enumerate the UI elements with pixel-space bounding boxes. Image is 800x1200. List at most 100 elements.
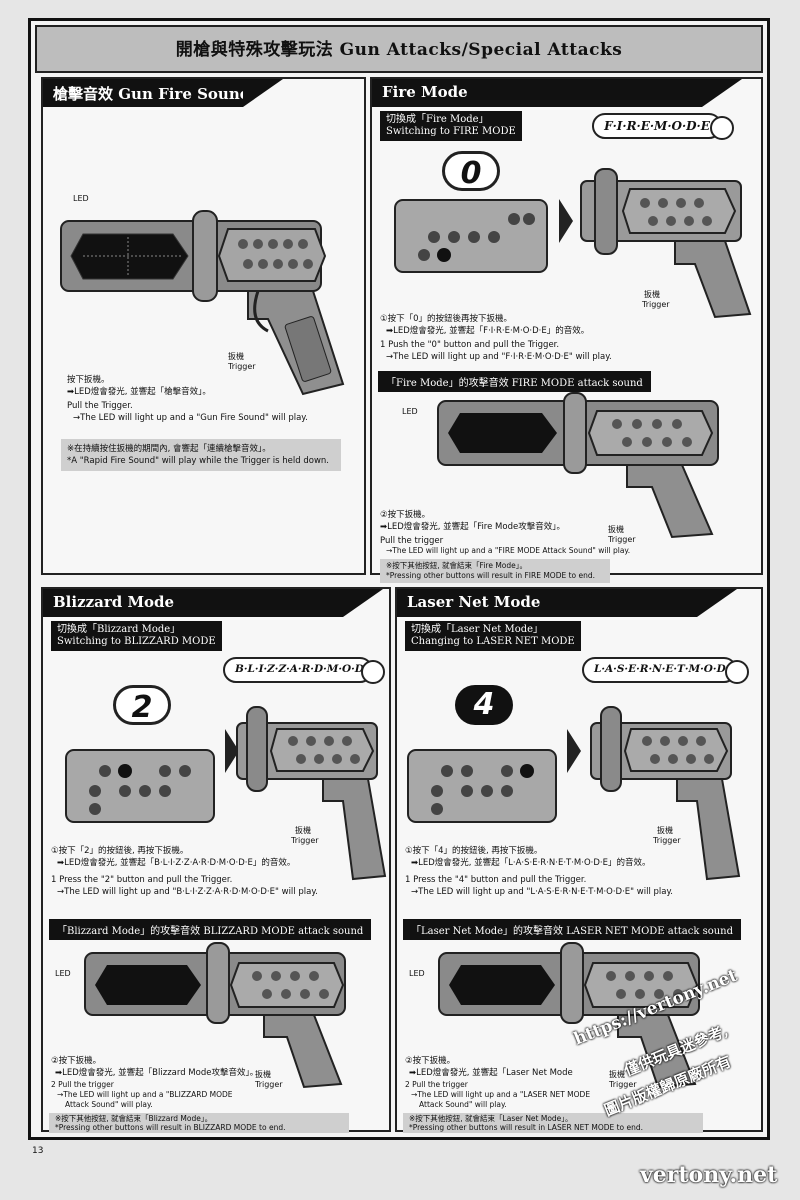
- blizzard-mode-heading: Blizzard Mode: [43, 589, 343, 617]
- fire-mode-end-note: ※按下其他按鈕, 就會結束「Fire Mode」。 *Pressing othe…: [380, 559, 610, 583]
- step-en-1: Pull the Trigger.: [67, 401, 133, 411]
- led-label: LED: [73, 194, 89, 203]
- trigger-label-en: Trigger: [653, 836, 681, 845]
- tag-cn: 切換成「Laser Net Mode」: [411, 624, 544, 635]
- heading-tail: [702, 79, 742, 107]
- attack-cn-1: ②按下扳機。: [405, 1056, 456, 1066]
- tag-en: Changing to LASER NET MODE: [411, 636, 575, 647]
- trigger-label-cn: 扳機: [228, 352, 244, 361]
- step-cn-2: ➡LED燈會發光, 並響起「L·A·S·E·R·N·E·T·M·O·D·E」的音…: [411, 858, 651, 868]
- trigger-label-cn: 扳機: [255, 1070, 271, 1079]
- fire-mode-tag: 切換成「Fire Mode」 Switching to FIRE MODE: [380, 111, 522, 141]
- tag-en: Switching to FIRE MODE: [386, 126, 516, 137]
- step-cn-1: ①按下「2」的按鈕後, 再按下扳機。: [51, 846, 189, 856]
- trigger-label-en: Trigger: [255, 1080, 283, 1089]
- heading-tail: [343, 589, 383, 617]
- page-title: 開槍與特殊攻擊玩法 Gun Attacks/Special Attacks: [175, 40, 623, 60]
- note-cn: ※在持續按住扳機的期間內, 會響起「連續槍擊音效」。: [67, 444, 271, 454]
- button-panel-illustration: [407, 749, 557, 823]
- note-en: *Pressing other buttons will result in F…: [386, 571, 596, 580]
- note-cn: ※按下其他按鈕, 就會結束「Blizzard Mode」。: [55, 1114, 213, 1123]
- attack-en-2: →The LED will light up and a "BLIZZARD M…: [57, 1090, 233, 1099]
- button-panel-illustration: [65, 749, 215, 823]
- gun-fire-sound-heading: 槍擊音效 Gun Fire Sound: [43, 79, 250, 107]
- attack-cn-2: ➡LED燈會發光, 並響起「Fire Mode攻擊音效」。: [380, 522, 565, 532]
- button-four-icon: 4: [455, 685, 513, 725]
- note-en: *A "Rapid Fire Sound" will play while th…: [67, 456, 330, 466]
- blizzard-attack-tag: 「Blizzard Mode」的攻擊音效 BLIZZARD MODE attac…: [49, 919, 372, 940]
- fire-mode-panel: Fire Mode 切換成「Fire Mode」 Switching to FI…: [370, 77, 763, 583]
- step-cn-1: 按下扳機。: [67, 375, 110, 385]
- arrow-icon: [559, 199, 573, 243]
- gun-fire-sound-panel: 槍擊音效 Gun Fire Sound LED 扳機 Trigger 按下扳機。…: [41, 77, 366, 575]
- heading-tail: [697, 589, 737, 617]
- led-label: LED: [55, 969, 71, 978]
- gun-illustration: [580, 168, 752, 319]
- trigger-label-en: Trigger: [642, 300, 670, 309]
- attack-cn-1: ②按下扳機。: [51, 1056, 102, 1066]
- fire-mode-bubble: F·I·R·E·M·O·D·E: [592, 113, 734, 140]
- note-cn: ※按下其他按鈕, 就會結束「Fire Mode」。: [386, 561, 528, 570]
- step-cn-1: ①按下「4」的按鈕後, 再按下扳機。: [405, 846, 543, 856]
- blizzard-mode-tag: 切換成「Blizzard Mode」 Switching to BLIZZARD…: [51, 621, 222, 651]
- tag-cn: 切換成「Fire Mode」: [386, 114, 489, 125]
- attack-en-3: Attack Sound" will play.: [419, 1100, 507, 1109]
- gun-illustration: [438, 942, 700, 1089]
- trigger-label-en: Trigger: [291, 836, 319, 845]
- attack-cn-2: ➡LED燈會發光, 並響起「Laser Net Mode: [409, 1068, 573, 1078]
- laser-net-end-note: ※按下其他按鈕, 就會結束「Laser Net Mode」。 *Pressing…: [403, 1113, 703, 1133]
- gun-illustration: [84, 942, 346, 1089]
- step-en-2: →The LED will light up and "B·L·I·Z·Z·A·…: [57, 887, 318, 897]
- step-en-2: →The LED will light up and a "Gun Fire S…: [73, 413, 308, 423]
- tag-en: Switching to BLIZZARD MODE: [57, 636, 216, 647]
- button-panel-illustration: [394, 199, 548, 273]
- gun-illustration: [590, 706, 741, 881]
- fire-mode-heading: Fire Mode: [372, 79, 702, 107]
- blizzard-mode-panel: Blizzard Mode 切換成「Blizzard Mode」 Switchi…: [41, 587, 391, 1133]
- trigger-label-cn: 扳機: [608, 525, 624, 534]
- tag-cn: 切換成「Blizzard Mode」: [57, 624, 181, 635]
- page-number: 13: [32, 1146, 44, 1156]
- laser-net-mode-panel: Laser Net Mode 切換成「Laser Net Mode」 Chang…: [395, 587, 763, 1133]
- note-cn: ※按下其他按鈕, 就會結束「Laser Net Mode」。: [409, 1114, 573, 1123]
- arrow-icon: [225, 729, 239, 773]
- attack-en-2: →The LED will light up and a "FIRE MODE …: [386, 546, 631, 555]
- button-zero-icon: 0: [442, 151, 500, 191]
- fire-mode-attack-tag: 「Fire Mode」的攻擊音效 FIRE MODE attack sound: [378, 371, 651, 392]
- trigger-label-cn: 扳機: [657, 826, 673, 835]
- attack-en-2: →The LED will light up and a "LASER NET …: [411, 1090, 591, 1099]
- attack-cn-2: ➡LED燈會發光, 並響起「Blizzard Mode攻擊音效」。: [55, 1068, 259, 1078]
- title-bar: 開槍與特殊攻擊玩法 Gun Attacks/Special Attacks: [35, 25, 763, 73]
- step-en-1: 1 Push the "0" button and pull the Trigg…: [380, 340, 560, 350]
- laser-net-mode-tag: 切換成「Laser Net Mode」 Changing to LASER NE…: [405, 621, 581, 651]
- blizzard-mode-bubble: B·L·I·Z·Z·A·R·D·M·O·D·E: [223, 657, 385, 684]
- gun-illustration: [437, 392, 719, 539]
- attack-en-1: Pull the trigger: [380, 536, 444, 546]
- step-en-2: →The LED will light up and "F·I·R·E·M·O·…: [386, 352, 612, 362]
- attack-en-1: 2 Pull the trigger: [51, 1080, 114, 1089]
- gun-illustration: [60, 210, 345, 396]
- laser-net-mode-bubble: L·A·S·E·R·N·E·T·M·O·D·E: [582, 657, 749, 684]
- rapid-fire-note: ※在持續按住扳機的期間內, 會響起「連續槍擊音效」。 *A "Rapid Fir…: [61, 439, 341, 471]
- trigger-label-en: Trigger: [609, 1080, 637, 1089]
- step-en-1: 1 Press the "2" button and pull the Trig…: [51, 875, 233, 885]
- step-en-1: 1 Press the "4" button and pull the Trig…: [405, 875, 587, 885]
- gun-illustration: [236, 706, 387, 881]
- watermark-footer: vertony.net: [640, 1162, 778, 1188]
- step-en-2: →The LED will light up and "L·A·S·E·R·N·…: [411, 887, 673, 897]
- led-label: LED: [409, 969, 425, 978]
- note-en: *Pressing other buttons will result in B…: [55, 1123, 286, 1132]
- trigger-label-en: Trigger: [228, 362, 256, 371]
- trigger-label-en: Trigger: [608, 535, 636, 544]
- step-cn-2: ➡LED燈會發光, 並響起「B·L·I·Z·Z·A·R·D·M·O·D·E」的音…: [57, 858, 296, 868]
- instruction-sheet: 開槍與特殊攻擊玩法 Gun Attacks/Special Attacks 槍擊…: [28, 18, 770, 1140]
- trigger-label-cn: 扳機: [644, 290, 660, 299]
- laser-net-attack-tag: 「Laser Net Mode」的攻擊音效 LASER NET MODE att…: [403, 919, 742, 940]
- step-cn-2: ➡LED燈會發光, 並響起「F·I·R·E·M·O·D·E」的音效。: [386, 326, 590, 336]
- attack-en-1: 2 Pull the trigger: [405, 1080, 468, 1089]
- step-cn-1: ①按下「0」的按鈕後再按下扳機。: [380, 314, 513, 324]
- attack-cn-1: ②按下扳機。: [380, 510, 431, 520]
- step-cn-2: ➡LED燈會發光, 並響起「槍擊音效」。: [67, 387, 211, 397]
- trigger-label-cn: 扳機: [295, 826, 311, 835]
